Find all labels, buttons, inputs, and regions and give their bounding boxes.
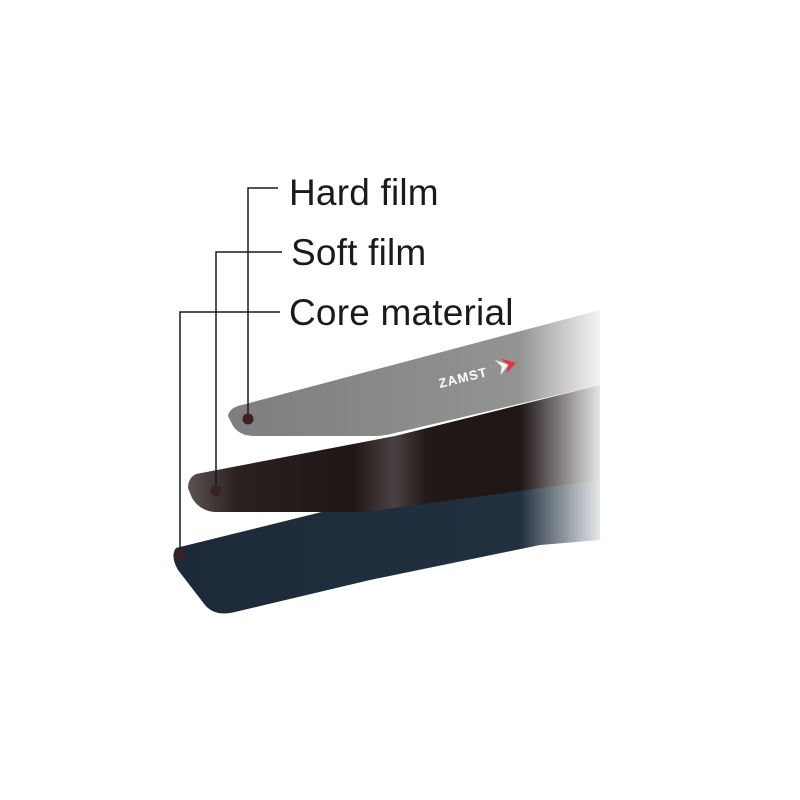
zamst-arrow-icon bbox=[500, 358, 517, 374]
soft-film-layer bbox=[188, 385, 600, 512]
label-core-material: Core material bbox=[289, 292, 514, 333]
hard-film-layer bbox=[228, 310, 600, 436]
marker-dot-core-material bbox=[174, 548, 186, 560]
leader-line-hard-film bbox=[247, 187, 278, 419]
marker-dot-hard-film bbox=[242, 413, 254, 425]
marker-dot-soft-film bbox=[210, 485, 222, 497]
leader-lines bbox=[179, 187, 282, 554]
label-hard-film: Hard film bbox=[289, 172, 439, 213]
label-soft-film: Soft film bbox=[291, 232, 427, 273]
leader-line-soft-film bbox=[215, 251, 282, 491]
right-fade-cover bbox=[600, 290, 800, 570]
right-fade-overlay bbox=[520, 290, 610, 570]
leader-line-core-material bbox=[179, 311, 280, 554]
